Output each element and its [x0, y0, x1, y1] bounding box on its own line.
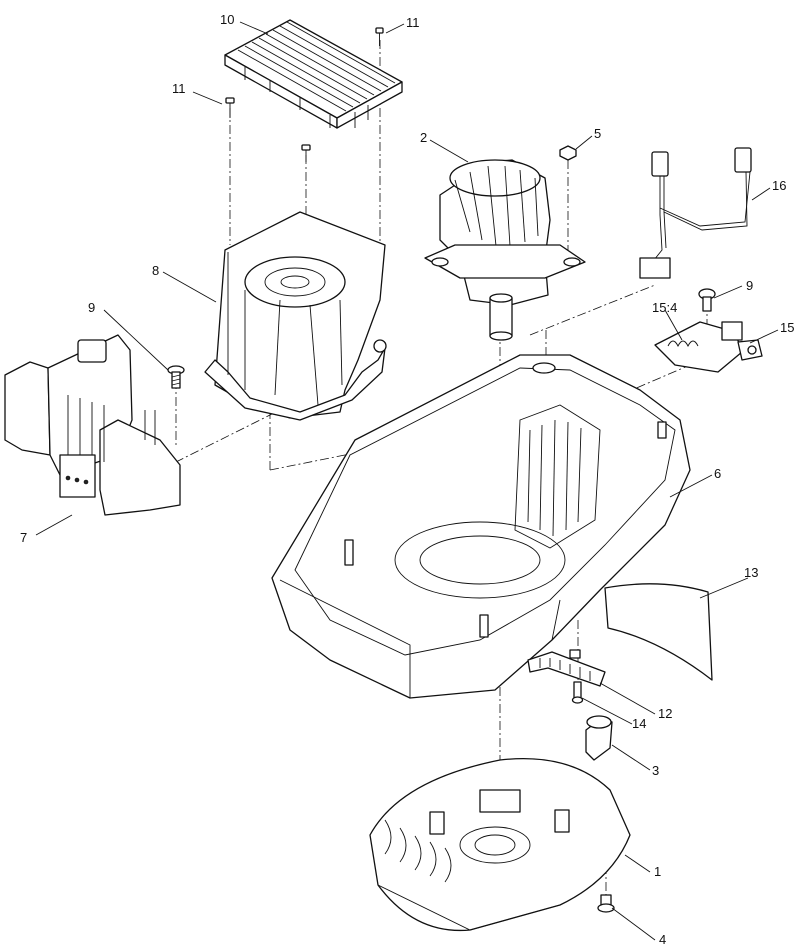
callout-1: 1: [654, 864, 661, 879]
callout-13: 14: [632, 716, 646, 731]
base-part-1: [369, 757, 631, 932]
callout-14: 13: [744, 565, 758, 580]
motor-part-2: [424, 159, 586, 341]
callout-11-left: 11: [172, 81, 186, 96]
nut-part-5: [559, 145, 577, 161]
fan-housing-part-8: [204, 211, 387, 421]
callout-5: 5: [594, 126, 601, 141]
main-housing-part-6: [271, 354, 691, 699]
screw-part-13: [571, 681, 584, 704]
heat-sink-part-10: [224, 19, 403, 129]
callout-15-4: 15:4: [652, 300, 677, 315]
callout-labels: 10 11 11 2 5 16 8 9 15:4 9 15 6 7 13 12 …: [20, 12, 794, 947]
callout-15: 15: [780, 320, 794, 335]
switch-assembly-part-15: [654, 321, 763, 373]
screw-part-9-right: [698, 288, 716, 312]
callout-8: 8: [152, 263, 159, 278]
screw-part-11-left: [225, 97, 235, 118]
leader-lines: [35, 21, 779, 941]
screw-part-11-upper: [375, 27, 384, 46]
callout-9-right: 9: [746, 278, 753, 293]
callout-2: 2: [420, 130, 427, 145]
callout-6: 6: [714, 466, 721, 481]
strap-part-12: [527, 649, 606, 687]
control-bracket-part-7: [4, 334, 181, 516]
callout-7: 7: [20, 530, 27, 545]
callout-3: 3: [652, 763, 659, 778]
screw-part-11-middle: [301, 144, 311, 162]
callout-10: 10: [220, 12, 234, 27]
callout-12: 12: [658, 706, 672, 721]
screw-part-4: [597, 894, 615, 913]
callout-4: 4: [659, 932, 666, 947]
wire-harness-part-16: [639, 147, 752, 279]
callout-9-left: 9: [88, 300, 95, 315]
screw-part-9-left: [167, 365, 185, 389]
callout-11-upper: 11: [406, 15, 420, 30]
spout-part-3: [585, 715, 613, 761]
callout-16: 16: [772, 178, 786, 193]
shroud-part-14: [604, 583, 713, 681]
